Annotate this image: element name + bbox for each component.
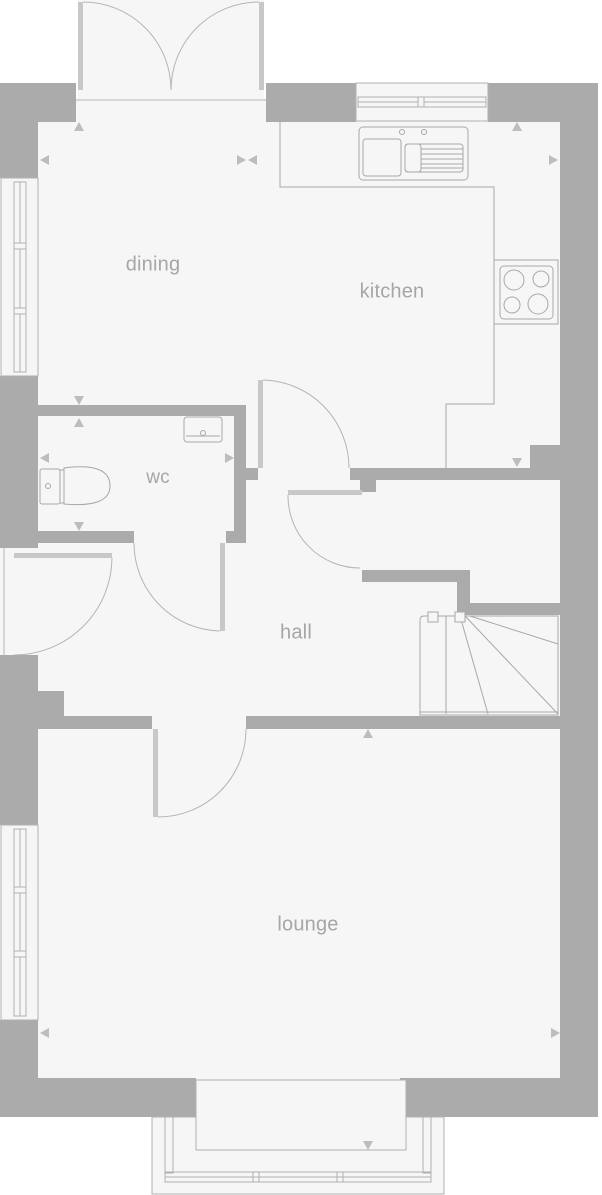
bay-window (151, 1079, 445, 1195)
room-label-dining: dining (125, 253, 181, 276)
room-label-kitchen: kitchen (359, 280, 425, 303)
french-doors (76, 1, 266, 101)
walls (0, 83, 598, 1117)
toilet (39, 466, 111, 506)
room-label-hall: hall (280, 621, 312, 644)
kitchen-worktop (279, 122, 559, 468)
kitchen-sink (358, 126, 469, 181)
dining-window (0, 177, 39, 377)
wash-basin (183, 416, 223, 443)
staircase (419, 611, 559, 716)
room-label-wc: wc (146, 467, 170, 488)
doors (3, 379, 362, 818)
lounge-window (0, 824, 39, 1021)
kitchen-window (355, 82, 489, 122)
hob (499, 265, 554, 320)
measurement-markers (40, 122, 560, 1150)
room-label-lounge: lounge (277, 913, 339, 936)
